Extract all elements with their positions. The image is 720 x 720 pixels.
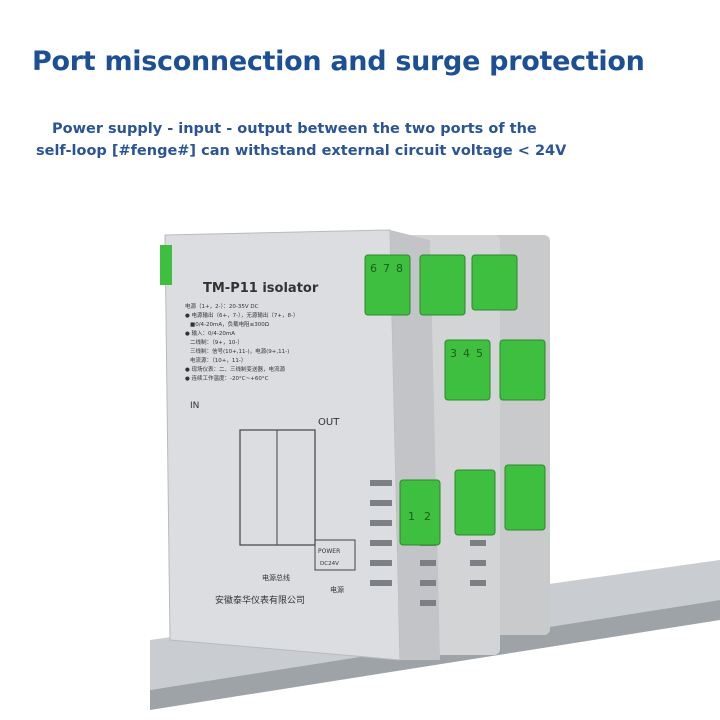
power-label: POWER bbox=[318, 548, 340, 555]
power-cn-label: 电源 bbox=[330, 585, 344, 594]
power-voltage: DC24V bbox=[320, 561, 339, 567]
terminal-label: 6 bbox=[370, 262, 377, 275]
page-title: Port misconnection and surge protection bbox=[32, 46, 645, 77]
spec-line: ● 输入：0/4-20mA bbox=[185, 329, 235, 337]
spec-line: 三线制：信号(10+,11-)，电源(9+,11-) bbox=[190, 347, 289, 355]
description: Power supply - input - output between th… bbox=[36, 118, 567, 162]
in-label: IN bbox=[190, 401, 199, 411]
spec-list: 电源（1+，2-）：20-35V DC ● 电源输出（6+，7-），无源输出（7… bbox=[185, 302, 298, 382]
terminal-label: 1 bbox=[408, 510, 415, 523]
terminal-label: 4 bbox=[463, 347, 470, 360]
terminal-label: 7 bbox=[383, 262, 390, 275]
spec-line: 电源（1+，2-）：20-35V DC bbox=[185, 302, 259, 310]
description-line-1: Power supply - input - output between th… bbox=[52, 121, 537, 137]
terminal-label: 3 bbox=[450, 347, 457, 360]
terminal-label: 2 bbox=[424, 510, 431, 523]
spec-line: ■0/4-20mA，负载电阻≤300Ω bbox=[190, 320, 269, 328]
manufacturer-label: 安徽泰华仪表有限公司 bbox=[215, 594, 305, 606]
isolator-module-main bbox=[160, 229, 486, 661]
description-line-2: self-loop [#fenge#] can withstand extern… bbox=[36, 143, 567, 159]
terminal-label: 5 bbox=[476, 347, 483, 360]
spec-line: 二线制：（9+，10-） bbox=[190, 338, 243, 346]
spec-line: ● 现场仪表：二、三线制变送器，电流源 bbox=[185, 365, 286, 373]
spec-line: ● 电源输出（6+，7-），无源输出（7+，8-） bbox=[185, 311, 298, 319]
out-label: OUT bbox=[318, 417, 340, 428]
spec-line: ● 连续工作温度：-20°C~+60°C bbox=[185, 374, 269, 382]
spec-line: 电流源：（10+，11-） bbox=[190, 356, 246, 364]
bus-label: 电源总线 bbox=[262, 573, 290, 582]
model-label: TM-P11 isolator bbox=[203, 281, 319, 296]
terminal-blocks bbox=[364, 254, 546, 546]
terminal-label: 8 bbox=[396, 262, 403, 275]
